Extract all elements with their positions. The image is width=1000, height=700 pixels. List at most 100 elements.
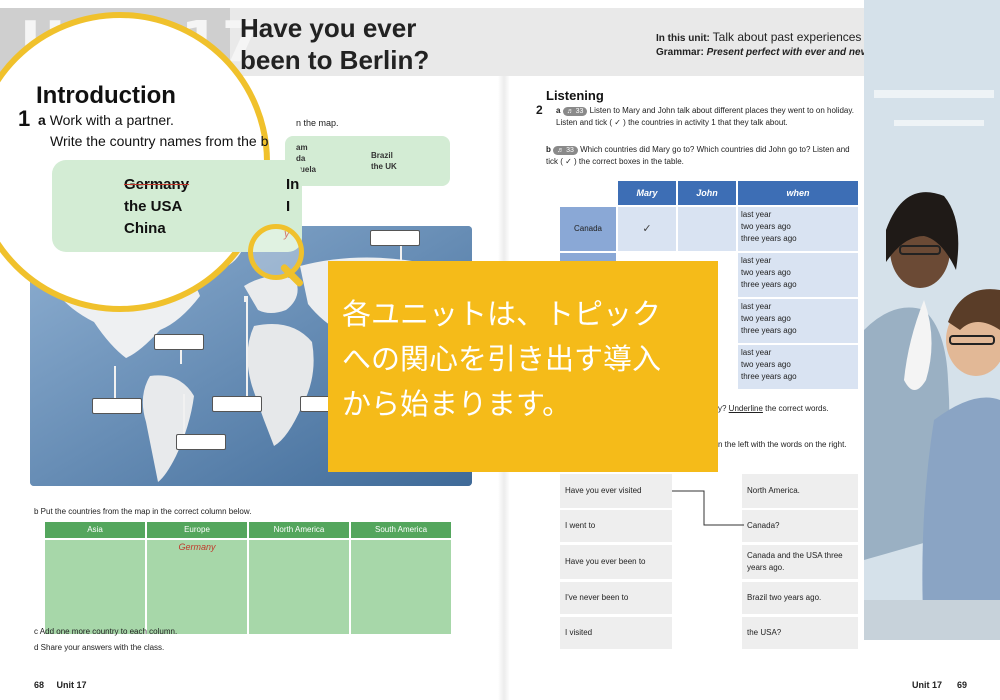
grammar-label: Grammar: <box>656 47 704 58</box>
magnifier-lens-icon <box>248 224 304 280</box>
word-germany-crossed: Germany <box>124 176 190 193</box>
when-option: three years ago <box>741 372 797 381</box>
word-the-usa: the USA <box>124 198 183 215</box>
column-body-asia[interactable] <box>45 540 145 634</box>
table-header-mary: Mary <box>618 181 676 205</box>
column-body-europe[interactable]: Germany <box>147 540 247 634</box>
footer-unit-left: Unit 17 <box>56 680 87 690</box>
activity-1a-label: a <box>38 112 46 128</box>
activity-2d-fragment: n the left with the words on the right. <box>718 440 847 449</box>
activity-2c-start: y? <box>718 404 729 413</box>
map-label-box-2[interactable] <box>154 334 204 350</box>
match-left-4[interactable]: I've never been to <box>560 582 672 614</box>
activity-1a-line2: Write the country names from the b <box>50 133 269 149</box>
in-this-unit-label: In this unit: <box>656 33 710 44</box>
word-box-col1: am da zuela <box>296 142 316 175</box>
map-pin-line <box>244 296 246 302</box>
map-pin-line <box>180 346 182 364</box>
audio-track-badge[interactable]: ♬ 33 <box>553 146 578 155</box>
match-left-2[interactable]: I went to <box>560 510 672 542</box>
when-option: last year <box>741 348 772 357</box>
footer-right: Unit 17 69 <box>912 680 967 690</box>
column-header-south-america: South America <box>351 522 451 538</box>
callout-line-3: から始まります。 <box>342 387 572 421</box>
column-header-north-america: North America <box>249 522 349 538</box>
callout-line-2: への関心を引き出す導入 <box>342 342 662 376</box>
map-pin-line <box>183 394 185 434</box>
when-cell: last year two years ago three years ago <box>738 299 858 343</box>
activity-number-1: 1 <box>18 106 31 131</box>
unit-info: In this unit: Talk about past experience… <box>656 30 976 60</box>
activity-2a-label: a <box>556 106 561 115</box>
word-item: am <box>296 143 308 152</box>
when-cell: last year two years ago three years ago <box>738 253 858 297</box>
column-header-europe: Europe <box>147 522 247 538</box>
when-cell: last year two years ago three years ago <box>738 345 858 389</box>
word-china: China <box>124 220 166 237</box>
when-option: three years ago <box>741 234 797 243</box>
country-word-box <box>285 136 450 186</box>
in-this-unit-value: Talk about past experiences <box>712 30 862 44</box>
when-options: last year two years ago three years ago <box>741 255 797 291</box>
tick-cell-mary[interactable]: ✓ <box>618 207 676 251</box>
when-option: three years ago <box>741 280 797 289</box>
word-item: zuela <box>296 165 317 174</box>
activity-1a: a Work with a partner. <box>38 112 174 128</box>
table-row-country-canada: Canada <box>560 207 616 251</box>
word-item: da <box>296 154 306 163</box>
activity-2a-text: Listen to Mary and John talk about diffe… <box>556 106 854 127</box>
column-body-north-america[interactable] <box>249 540 349 634</box>
unit-title-line2: been to Berlin? <box>240 45 430 75</box>
activity-2b-text: Which countries did Mary go to? Which co… <box>546 145 850 166</box>
match-right-5[interactable]: the USA? <box>742 617 858 649</box>
activity-number-2: 2 <box>536 103 543 117</box>
callout-box <box>328 261 718 472</box>
activity-2c-rest: the correct words. <box>762 404 829 413</box>
grammar-line: Grammar: Present perfect with ever and n… <box>656 46 976 60</box>
match-connector-line <box>672 490 744 526</box>
match-left-3[interactable]: Have you ever been to <box>560 545 672 579</box>
when-options: last year two years ago three years ago <box>741 301 797 337</box>
word-item: Brazil <box>371 151 393 160</box>
when-options: last year two years ago three years ago <box>741 209 797 245</box>
match-left-1[interactable]: Have you ever visited <box>560 474 672 508</box>
when-option: three years ago <box>741 326 797 335</box>
when-option: last year <box>741 302 772 311</box>
activity-1a-text: Work with a partner. <box>49 112 174 128</box>
activity-2c-fragment: y? Underline the correct words. <box>718 404 829 413</box>
map-label-box-3[interactable] <box>176 434 226 450</box>
question-1b: b Put the countries from the map in the … <box>34 507 252 516</box>
unit-title-line1: Have you ever <box>240 13 417 43</box>
when-option: last year <box>741 210 772 219</box>
activity-2a: a ♬ 33 Listen to Mary and John talk abou… <box>556 105 861 129</box>
map-pin-line <box>246 296 248 400</box>
callout-line-1: 各ユニットは、トピック <box>342 297 662 331</box>
page-number-left: 68 <box>34 680 45 690</box>
map-label-box-5[interactable] <box>370 230 420 246</box>
match-right-4[interactable]: Brazil two years ago. <box>742 582 858 614</box>
match-left-5[interactable]: I visited <box>560 617 672 649</box>
office-photo-graphic <box>864 0 1000 640</box>
grammar-value: Present perfect with ever and never for … <box>706 47 976 58</box>
audio-track-number: 33 <box>566 147 574 154</box>
column-body-south-america[interactable] <box>351 540 451 634</box>
office-people-photo <box>864 0 1000 640</box>
audio-track-badge[interactable]: ♬ 33 <box>562 107 588 116</box>
table-header-john: John <box>678 181 736 205</box>
europe-entry-handwritten: Germany <box>178 542 216 552</box>
map-label-box-1[interactable] <box>92 398 142 414</box>
footer-unit-right: Unit 17 <box>912 680 943 690</box>
when-option: two years ago <box>741 268 791 277</box>
instruction-fragment: n the map. <box>296 118 339 128</box>
when-option: two years ago <box>741 360 791 369</box>
map-label-box-4[interactable] <box>212 396 262 412</box>
when-options: last year two years ago three years ago <box>741 347 797 383</box>
activity-2c-underline-word: Underline <box>728 404 763 413</box>
match-right-3[interactable]: Canada and the USA three years ago. <box>742 545 858 579</box>
table-header-when: when <box>738 181 858 205</box>
match-right-2[interactable]: Canada? <box>742 510 858 542</box>
tick-cell-john[interactable] <box>678 207 736 251</box>
word-box-col2: Brazil the UK <box>371 150 397 172</box>
match-right-1[interactable]: North America. <box>742 474 858 508</box>
page-number-right: 69 <box>957 680 968 690</box>
